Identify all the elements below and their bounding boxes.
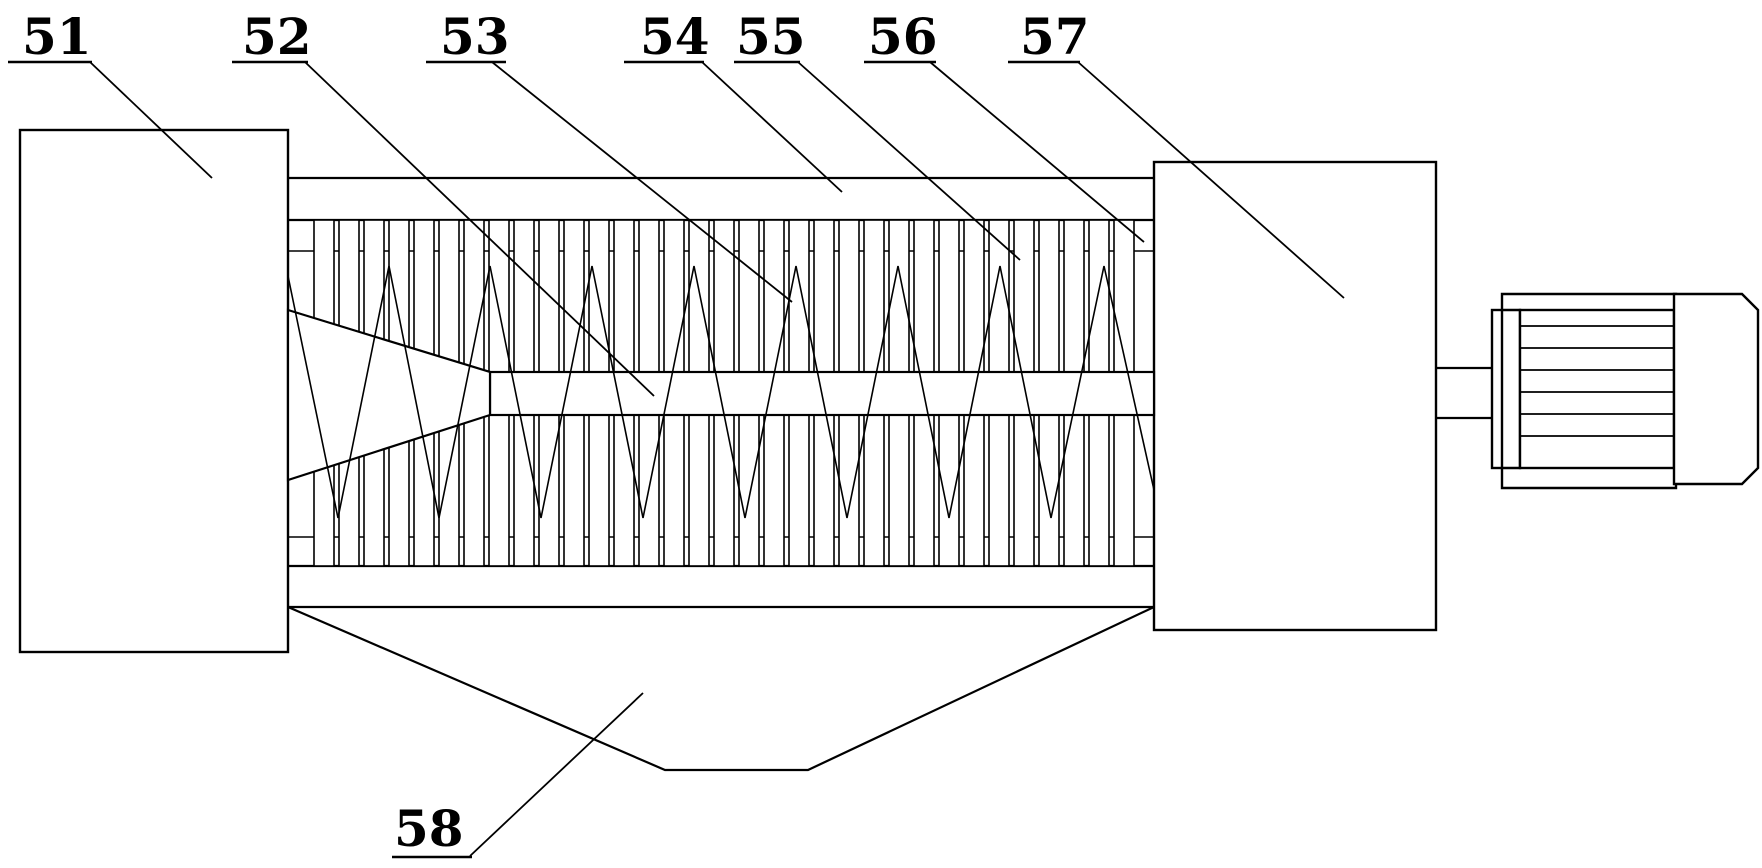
filter-bar [788,414,810,567]
filter-bar [613,414,635,567]
filter-bar [988,414,1010,567]
filter-bar [688,414,710,567]
filter-bar [613,219,635,373]
filter-bar [1063,219,1085,373]
motor-coupling [1436,366,1492,420]
filter-bar [688,219,710,373]
label-56: 56 [868,7,938,66]
label-57: 57 [1020,7,1090,66]
filter-bar [1113,219,1135,373]
filter-bar [863,414,885,567]
filter-bar [913,219,935,373]
filter-bar [513,219,535,373]
label-52: 52 [242,7,312,66]
filter-bar [488,219,510,373]
conical-inlet [286,308,492,482]
filter-bar [463,219,485,373]
filter-bar [1013,414,1035,567]
motor-flange [1490,308,1504,470]
filter-bar [563,414,585,567]
filter-bar [1088,219,1110,373]
filter-bar [738,414,760,567]
label-53: 53 [440,7,510,66]
filter-bar [663,219,685,373]
filter-bar [588,414,610,567]
filter-bar [963,414,985,567]
filter-bar [463,414,485,567]
filter-bar [638,219,660,373]
motor [1490,292,1760,490]
label-51: 51 [22,7,92,66]
leader-lines [89,61,1345,857]
filter-bar [563,219,585,373]
label-55: 55 [736,7,806,66]
filter-bar [1038,219,1060,373]
filter-bar [938,219,960,373]
filter-bar [738,219,760,373]
filter-bar [763,414,785,567]
filter-bar [888,414,910,567]
filter-bar [763,219,785,373]
filter-bar [788,219,810,373]
motor-end-cap [1672,292,1760,486]
left-block [18,128,290,654]
label-underlines [8,60,1080,859]
filter-bar [938,414,960,567]
label-54: 54 [640,7,710,66]
label-58: 58 [394,799,464,858]
filter-bar [838,219,860,373]
filter-bar [488,414,510,567]
filter-bar [1063,414,1085,567]
filter-bar [963,219,985,373]
filter-bar [438,219,460,373]
filter-bar [1088,414,1110,567]
motor-housing [1518,308,1676,470]
filter-bar [913,414,935,567]
filter-bar [713,414,735,567]
right-block [1152,160,1438,632]
filter-bar [663,414,685,567]
filter-bar [538,414,560,567]
motor-cooling-fins [1520,325,1674,437]
filter-bar [813,219,835,373]
filter-bar [1113,414,1135,567]
collection-hopper [287,605,1155,772]
spiral-screw [287,265,1155,519]
